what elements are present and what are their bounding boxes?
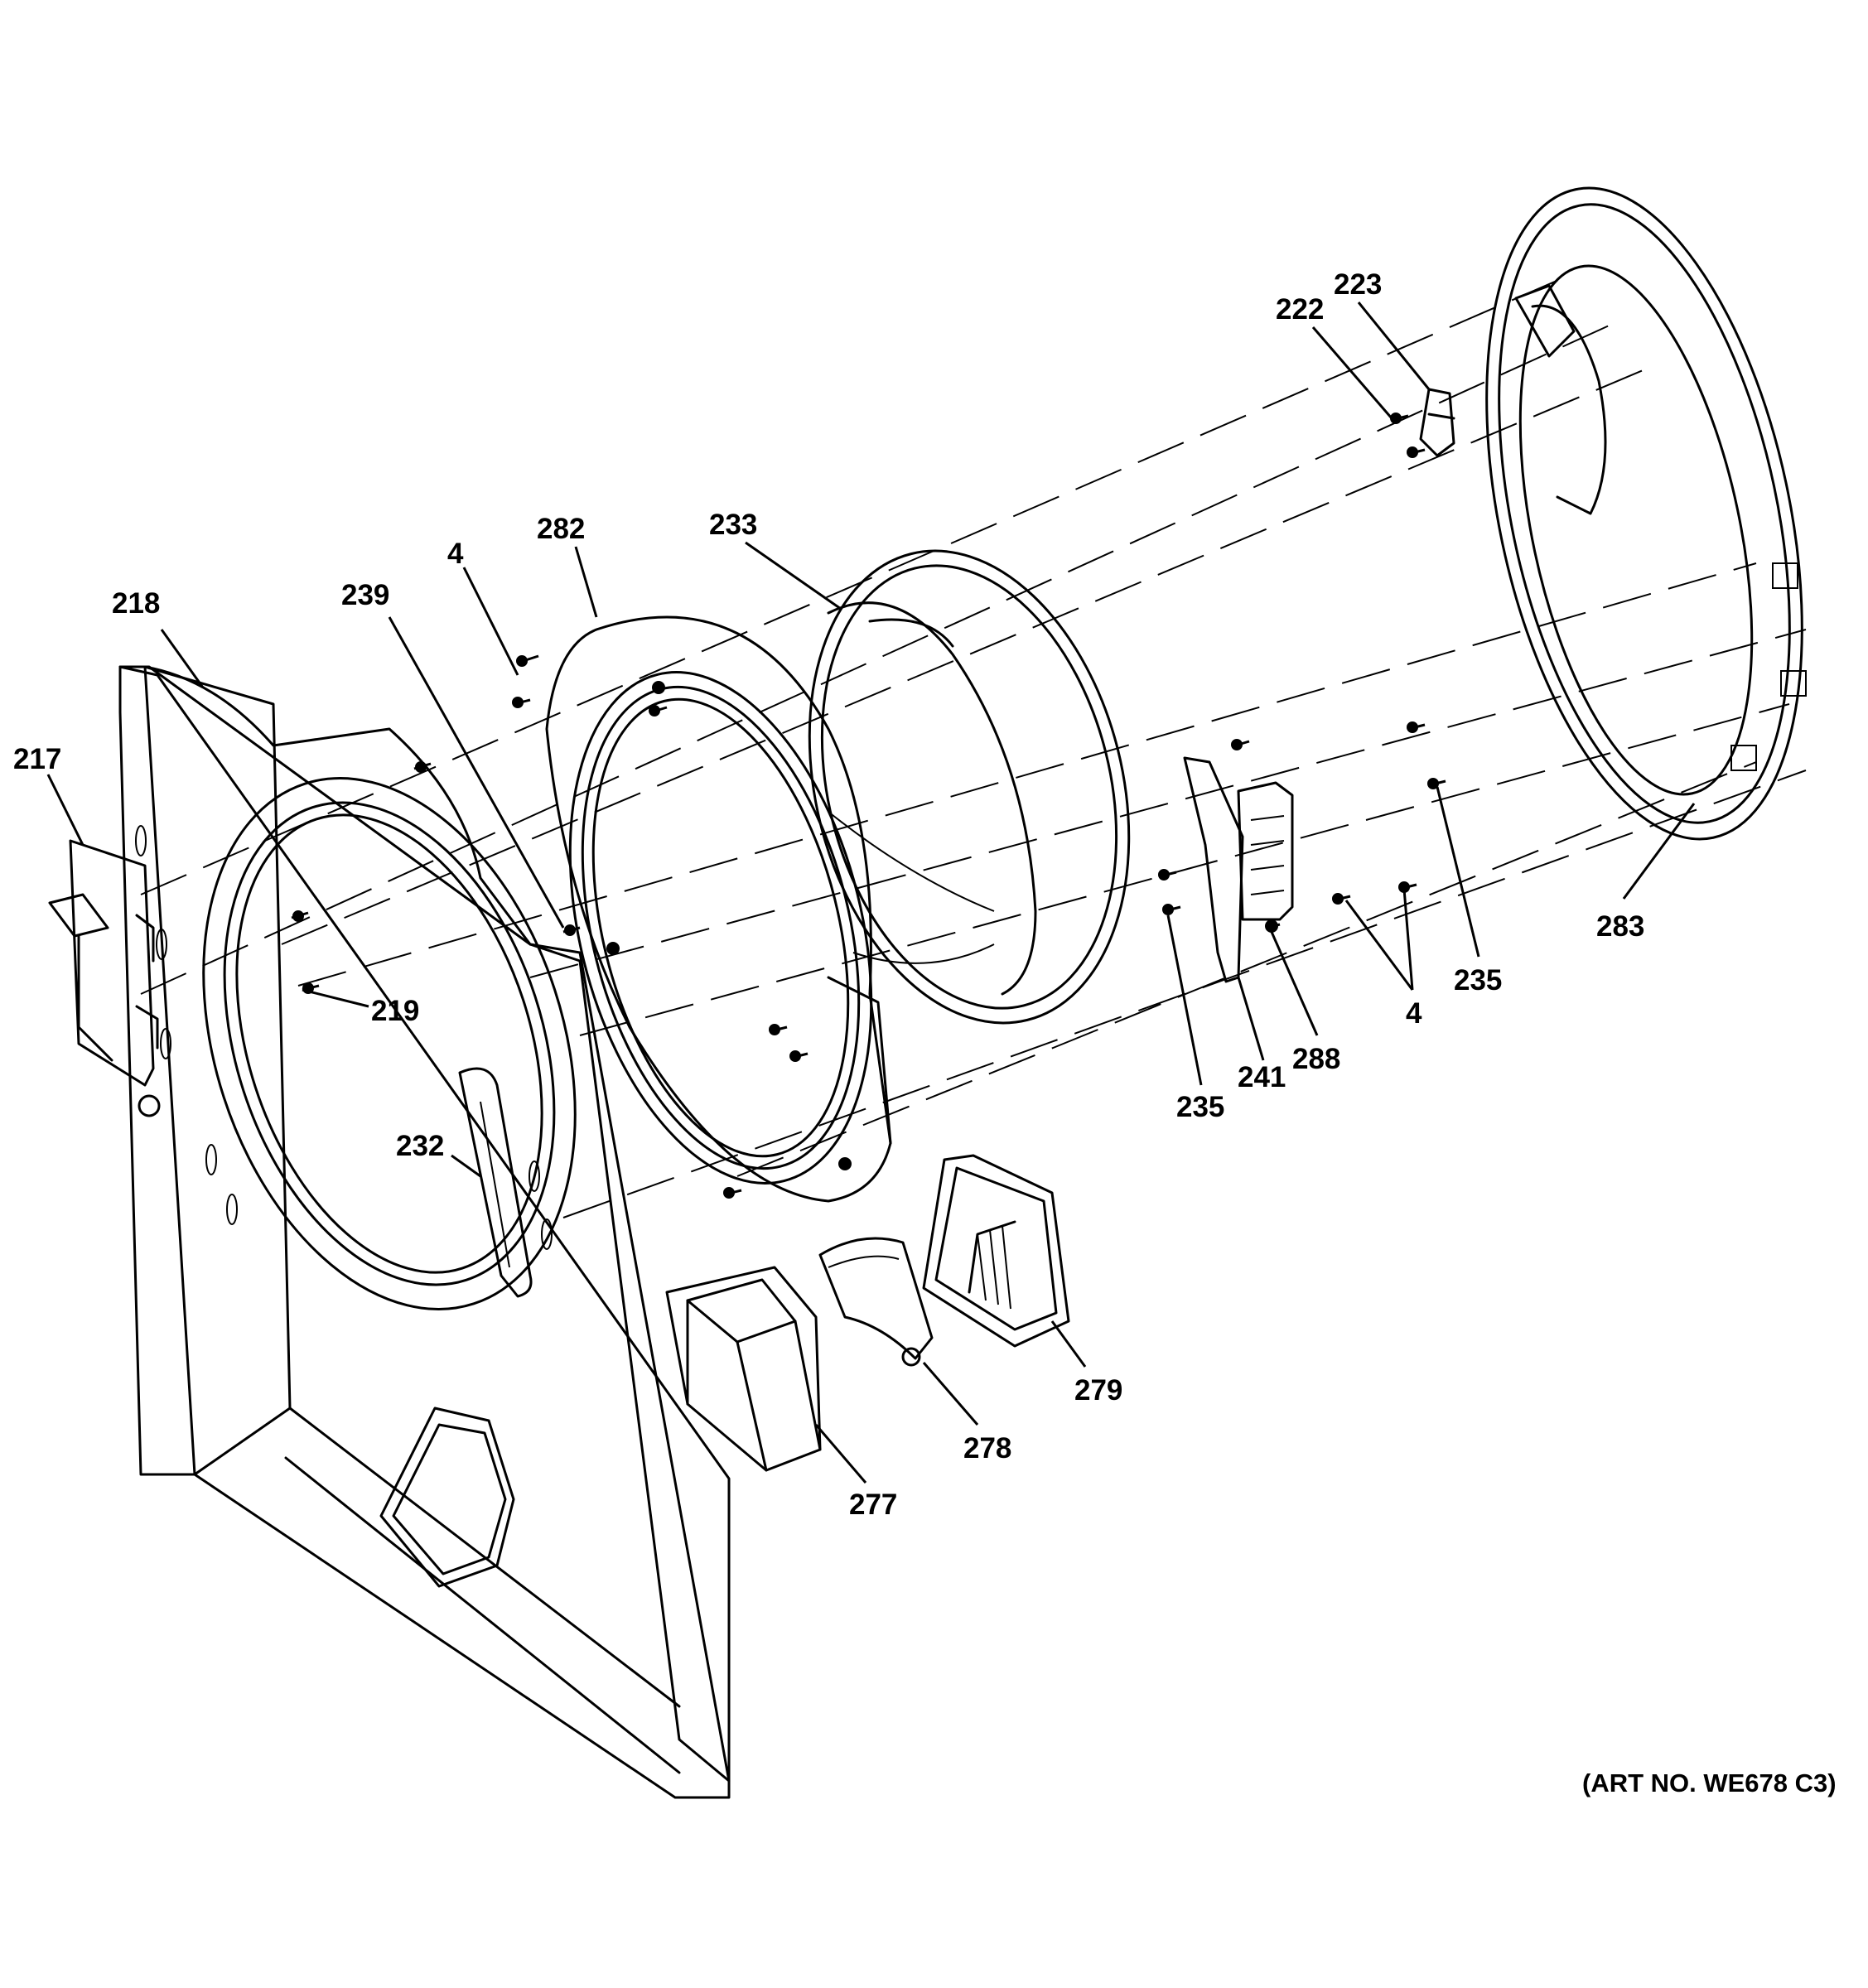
screw-icon bbox=[1427, 778, 1446, 789]
label-288: 288 bbox=[1292, 1043, 1340, 1075]
label-4-top: 4 bbox=[447, 538, 464, 570]
label-218: 218 bbox=[112, 587, 160, 620]
label-222: 222 bbox=[1276, 293, 1324, 326]
screws bbox=[291, 413, 1446, 1199]
screw-icon bbox=[769, 1024, 788, 1035]
screw-icon bbox=[562, 924, 581, 936]
art-number: (ART NO. WE678 C3) bbox=[1582, 1768, 1837, 1797]
screw-icon bbox=[1158, 869, 1177, 881]
screw-icon bbox=[723, 1187, 742, 1199]
screw-icon bbox=[1407, 446, 1426, 458]
door-hinge-part bbox=[1183, 756, 1294, 983]
label-4-bottom: 4 bbox=[1406, 997, 1422, 1030]
screw-icon bbox=[789, 1050, 809, 1062]
label-278: 278 bbox=[963, 1432, 1011, 1464]
label-217: 217 bbox=[13, 743, 61, 775]
label-239: 239 bbox=[341, 579, 389, 611]
door-glass-part bbox=[808, 549, 1131, 1025]
label-282: 282 bbox=[537, 513, 585, 545]
label-279: 279 bbox=[1074, 1374, 1122, 1407]
screw-icon bbox=[1407, 721, 1426, 733]
door-lock-part bbox=[48, 839, 161, 1117]
screw-icon bbox=[1265, 919, 1281, 933]
bracket-housing-part bbox=[922, 1154, 1070, 1348]
part-labels: 217 218 219 232 239 4 282 233 222 223 28… bbox=[13, 268, 1837, 1797]
label-235-right: 235 bbox=[1454, 964, 1502, 996]
screw-icon bbox=[1162, 904, 1181, 915]
screw-icon bbox=[1332, 893, 1351, 905]
label-219: 219 bbox=[371, 995, 419, 1027]
screw-icon bbox=[291, 910, 309, 922]
screw-icon bbox=[512, 697, 531, 708]
label-232: 232 bbox=[396, 1130, 444, 1162]
screw-icon bbox=[516, 654, 539, 667]
screw-icon bbox=[1398, 881, 1417, 893]
strike-strip-part bbox=[458, 1067, 533, 1298]
leader-lines bbox=[46, 302, 1696, 1484]
label-235-mid: 235 bbox=[1176, 1091, 1224, 1123]
outer-door-ring-part bbox=[1485, 186, 1807, 841]
label-283: 283 bbox=[1596, 910, 1644, 943]
alignment-lines bbox=[140, 273, 1807, 1218]
hinge-bracket-part bbox=[1419, 388, 1455, 457]
screw-icon bbox=[413, 761, 432, 773]
label-241: 241 bbox=[1238, 1061, 1286, 1093]
front-panel-part bbox=[118, 665, 731, 1799]
screw-icon bbox=[1231, 739, 1250, 750]
curved-cover-part bbox=[818, 1237, 934, 1367]
label-277: 277 bbox=[849, 1489, 897, 1521]
lower-duct-box-part bbox=[665, 1266, 822, 1472]
label-233: 233 bbox=[709, 509, 757, 541]
door-frame-part bbox=[545, 615, 892, 1203]
label-223: 223 bbox=[1334, 268, 1382, 301]
screw-icon bbox=[649, 705, 668, 717]
